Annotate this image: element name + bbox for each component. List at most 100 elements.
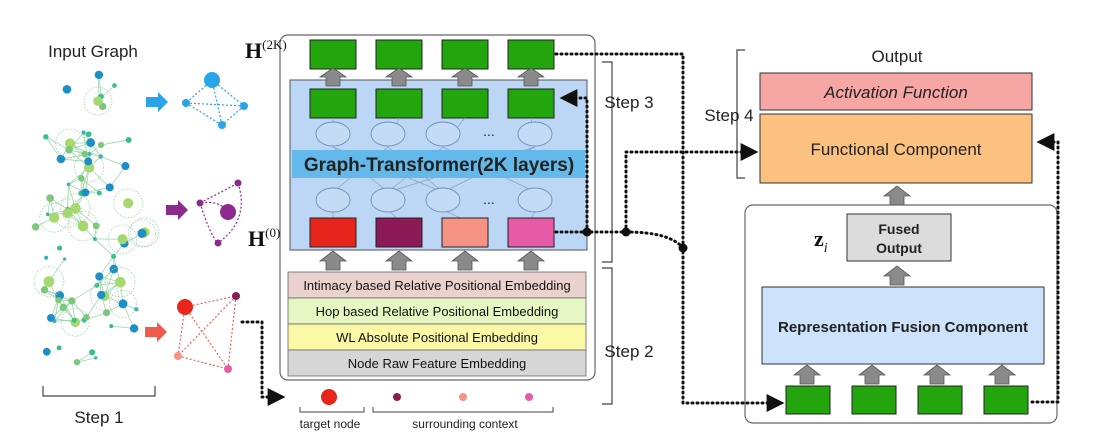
arrow-to-subgraph-1: [146, 92, 168, 112]
graph-node: [129, 324, 139, 333]
graph-node: [31, 223, 40, 231]
embedding-layer-box: [287, 297, 587, 325]
input-embedding-box: [375, 217, 423, 248]
graph-node: [73, 359, 81, 366]
graph-node: [56, 345, 62, 351]
ellipsis-bottom: ...: [483, 191, 495, 207]
input-graph-network: [31, 70, 160, 366]
layer-output-box: [441, 88, 489, 119]
fusion-input-box: [785, 385, 831, 415]
graph-node: [125, 137, 132, 143]
target-node-label: target node: [300, 417, 361, 431]
neuron: [517, 121, 553, 147]
graph-node: [84, 157, 93, 166]
graph-node: [123, 198, 134, 209]
graph-node-halo: [33, 266, 65, 297]
input-embedding-box-target: [309, 217, 357, 248]
graph-node-halo: [67, 210, 99, 242]
subgraph-3: [174, 292, 240, 373]
output-embedding-box: [375, 39, 423, 70]
arrow-to-subgraph-3: [145, 322, 167, 342]
graph-node: [81, 188, 90, 197]
step4-bracket: [736, 49, 745, 179]
up-arrow: [450, 67, 480, 87]
fused-output-line2: Output: [876, 240, 922, 256]
graph-node: [111, 253, 117, 259]
graph-node: [109, 264, 119, 274]
connector-feedback-step3: [559, 89, 589, 234]
connector-fusion-to-functional: [1030, 133, 1060, 404]
graph-node: [81, 150, 89, 158]
graph-node-halo: [74, 152, 105, 183]
neuron: [517, 187, 553, 213]
step1-bracket: [42, 386, 156, 397]
subgraph-1-node: [240, 102, 248, 110]
middle-outer-box: [279, 34, 596, 381]
fusion-input-box: [983, 385, 1029, 415]
step2-label: Step 2: [604, 342, 653, 361]
layer-output-box: [375, 88, 423, 119]
input-embedding-box: [441, 217, 489, 248]
embedding-stack: Intimacy based Relative Positional Embed…: [287, 271, 587, 377]
up-arrow: [450, 250, 480, 271]
graph-node-halo: [60, 193, 91, 224]
neuron: [425, 121, 461, 147]
embedding-layer-box: [287, 349, 587, 377]
graph-node: [62, 208, 73, 219]
graph-node: [42, 347, 51, 356]
representation-fusion-box: [761, 286, 1045, 365]
subgraph-1-target-node: [204, 72, 220, 88]
graph-node: [94, 70, 104, 80]
neuron: [425, 187, 461, 213]
graph-node: [77, 220, 89, 232]
step2-bracket: [602, 267, 613, 405]
h-2k-outputs: [309, 39, 555, 70]
graph-node: [46, 194, 54, 202]
representation-fusion-label: Representation Fusion Component: [778, 319, 1028, 336]
legend-context-dot: [459, 393, 467, 401]
fused-output-line1: Fused: [878, 221, 919, 237]
subgraph-3-node: [224, 365, 232, 373]
graph-node: [86, 138, 96, 147]
graph-node-halo: [39, 202, 70, 233]
graph-node: [45, 212, 50, 217]
h-2k-label: H(2K): [245, 37, 287, 63]
functional-component-box: [759, 113, 1033, 184]
graph-node: [137, 228, 147, 238]
legend-context-dot: [393, 393, 401, 401]
graph-node: [109, 324, 114, 329]
graph-node-halo: [113, 188, 143, 218]
input-graph-label: Input Graph: [48, 42, 138, 61]
subgraph-2-node: [196, 199, 204, 207]
transformer-title: Graph-Transformer(2K layers): [304, 155, 574, 176]
graph-node-halo: [109, 289, 137, 318]
activation-function-box: [759, 72, 1033, 111]
graph-node: [97, 141, 105, 149]
graph-node: [44, 255, 49, 260]
graph-node: [68, 297, 76, 305]
graph-node-halo: [60, 307, 90, 337]
step3-label: Step 3: [604, 93, 653, 112]
embedding-layer-label: Hop based Relative Positional Embedding: [316, 304, 559, 319]
graph-node: [121, 162, 130, 171]
graph-node: [96, 190, 102, 196]
up-arrow: [318, 250, 348, 271]
graph-node: [85, 131, 92, 138]
step1-label: Step 1: [74, 408, 123, 427]
up-arrow: [987, 364, 1017, 385]
embedding-layer-label: Node Raw Feature Embedding: [348, 356, 527, 371]
legend-context-dot: [525, 393, 533, 401]
layer-output-box: [507, 88, 555, 119]
up-arrow: [516, 250, 546, 271]
fused-output-box: [846, 213, 952, 262]
graph-node: [59, 303, 68, 312]
embedding-layer-box: [287, 271, 587, 299]
graph-node: [92, 237, 97, 241]
up-arrow: [882, 185, 912, 206]
graph-node: [47, 314, 55, 322]
graph-node-halo: [107, 224, 138, 254]
graph-node: [49, 212, 60, 223]
graph-node: [89, 349, 96, 356]
junction-dot: [621, 227, 631, 237]
